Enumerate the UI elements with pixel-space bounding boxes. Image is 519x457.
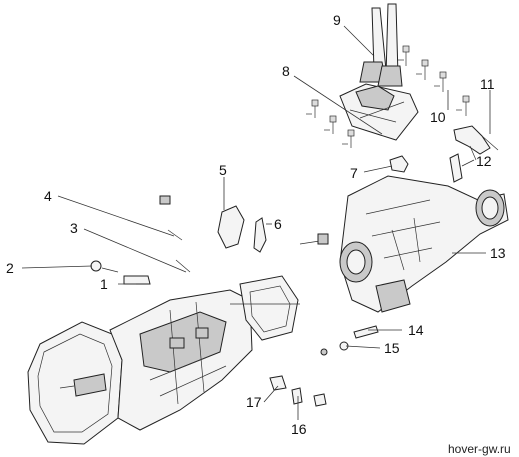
callout-11: 11	[480, 76, 495, 92]
callout-9: 9	[333, 12, 341, 28]
callout-17: 17	[246, 394, 262, 410]
transfer-case	[299, 175, 509, 313]
callout-1: 1	[100, 276, 108, 292]
callout-7: 7	[350, 165, 358, 181]
pins-and-springs	[90, 195, 191, 285]
shift-fork-parts	[217, 205, 267, 253]
cable-bracket	[453, 125, 499, 161]
selector-bracket	[389, 155, 409, 173]
callout-4: 4	[44, 188, 52, 204]
callout-13: 13	[490, 245, 506, 261]
plug-parts	[269, 375, 327, 407]
callout-5: 5	[219, 162, 227, 178]
callout-8: 8	[282, 63, 290, 79]
shift-tower	[339, 83, 419, 141]
watermark: hover-gw.ru	[448, 442, 511, 456]
shift-levers	[359, 3, 403, 87]
leader-lines	[21, 25, 491, 420]
callout-10: 10	[430, 109, 446, 125]
callout-15: 15	[384, 340, 400, 356]
callout-numbers: 1 2 3 4 5 6 7 8 9 10 11 12 13 14 15 16 1…	[6, 12, 506, 437]
shift-rod-end	[449, 153, 463, 183]
callout-6: 6	[274, 216, 282, 232]
callout-2: 2	[6, 260, 14, 276]
seal-parts	[320, 325, 379, 356]
callout-12: 12	[476, 153, 492, 169]
tower-bolts	[306, 45, 470, 148]
callout-3: 3	[70, 220, 78, 236]
callout-14: 14	[408, 322, 424, 338]
transmission-case	[27, 275, 300, 445]
callout-16: 16	[291, 421, 307, 437]
